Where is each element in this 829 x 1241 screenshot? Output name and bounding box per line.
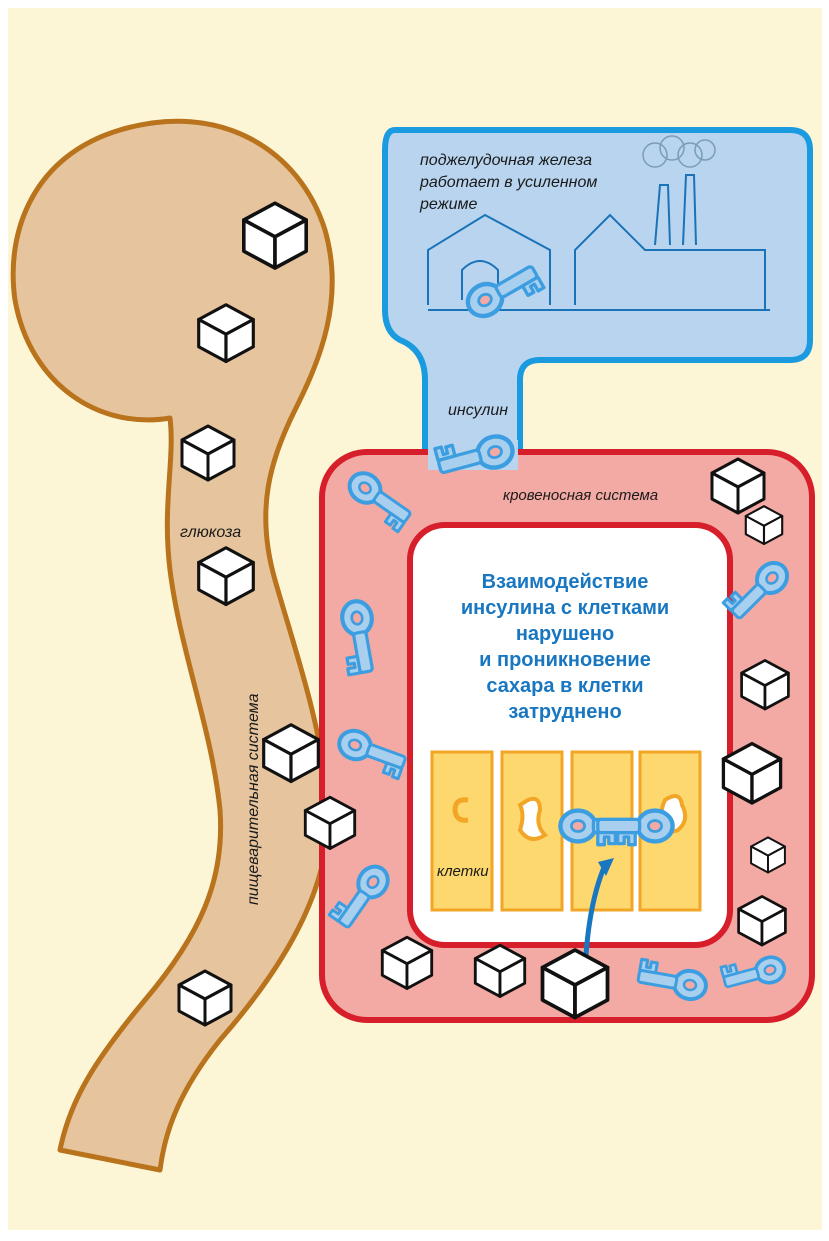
sugar-cube-icon bbox=[723, 744, 780, 803]
message-line6: затруднено bbox=[508, 701, 621, 723]
sugar-cube-icon bbox=[543, 950, 608, 1018]
message-line4: и проникновение bbox=[479, 649, 651, 671]
cells-label: клетки bbox=[437, 863, 489, 880]
sugar-cube-icon bbox=[199, 305, 254, 362]
message-line3: нарушено bbox=[516, 623, 614, 645]
cell bbox=[432, 752, 492, 910]
sugar-cube-icon bbox=[712, 459, 764, 513]
sugar-cube-icon bbox=[182, 426, 234, 480]
pancreas-label-line2: работает в усиленном bbox=[419, 174, 597, 191]
insulin-label: инсулин bbox=[448, 402, 508, 419]
sugar-cube-icon bbox=[179, 971, 231, 1025]
sugar-cube-icon bbox=[739, 896, 786, 945]
sugar-cube-icon bbox=[305, 797, 354, 848]
sugar-cube-icon bbox=[382, 937, 431, 988]
blood-system bbox=[322, 452, 812, 1020]
pancreas-label-line3: режиме bbox=[419, 196, 477, 213]
message-line2: инсулина с клетками bbox=[461, 597, 669, 619]
sugar-cube-icon bbox=[475, 945, 524, 996]
blood-system-label: кровеносная система bbox=[503, 487, 658, 504]
message-line5: сахара в клетки bbox=[486, 675, 643, 697]
sugar-cube-icon bbox=[264, 725, 319, 782]
sugar-cube-icon bbox=[244, 203, 306, 268]
digestive-system-label: пищеварительная система bbox=[245, 693, 262, 905]
sugar-cube-icon bbox=[199, 548, 254, 605]
sugar-cube-icon bbox=[746, 506, 782, 544]
sugar-cube-icon bbox=[742, 660, 789, 709]
sugar-cube-icon bbox=[751, 837, 785, 872]
glucose-label: глюкоза bbox=[180, 524, 241, 541]
message-line1: Взаимодействие bbox=[482, 571, 649, 593]
pancreas-label-line1: поджелудочная железа bbox=[420, 152, 592, 169]
